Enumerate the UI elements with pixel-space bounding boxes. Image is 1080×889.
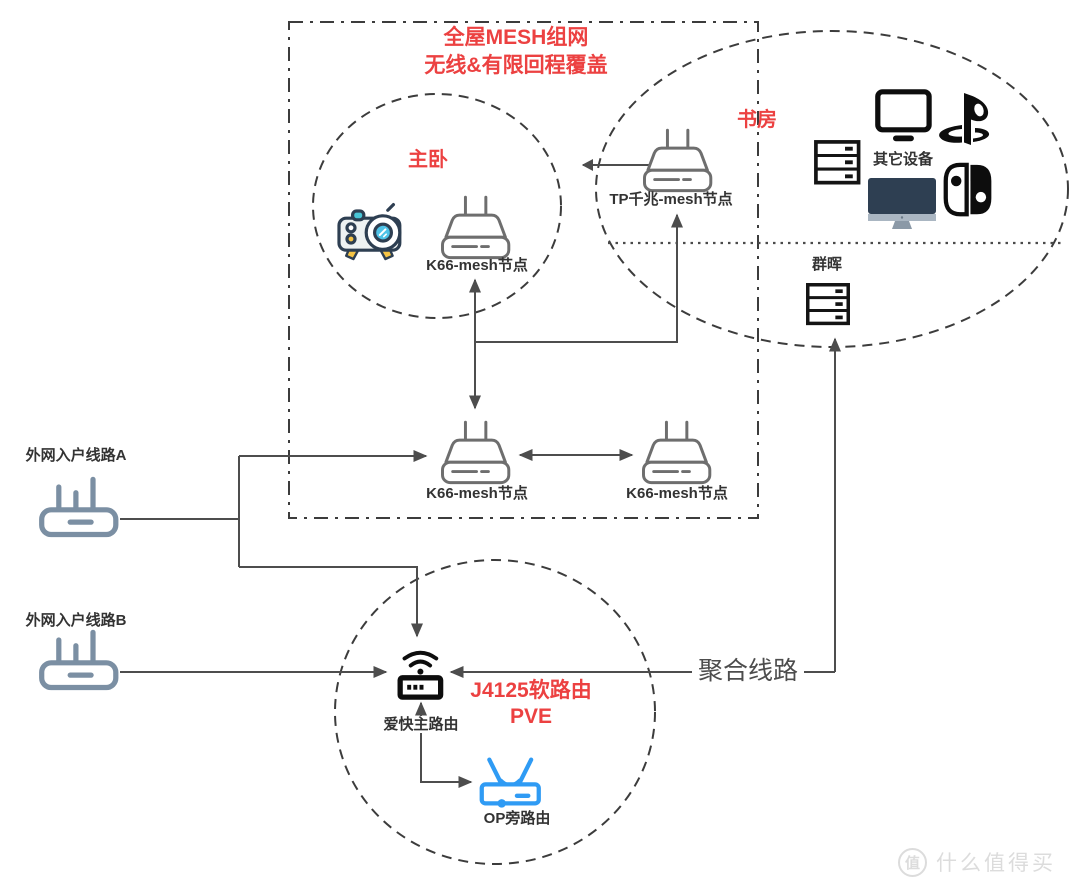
master-bedroom-label: 主卧: [408, 149, 448, 171]
synology-label: 群晖: [811, 256, 843, 273]
k66-mesh-node-right-icon: [642, 420, 712, 485]
branch-to-tp-node: [475, 213, 683, 343]
ikuai-to-op-link: [415, 701, 473, 788]
smzdm-watermark: 值 什么值得买: [898, 847, 1056, 877]
projector-icon: [337, 203, 402, 261]
playstation-logo-icon: [939, 93, 990, 145]
joycon-icon: [946, 165, 992, 214]
synology-nas-icon: [806, 283, 850, 326]
line-to-soft-router: [239, 566, 423, 638]
ikuai-main-label: 爱快主路由: [378, 716, 464, 734]
master-bedroom-boundary: [312, 93, 562, 319]
wan-b-label: 外网入户线路B: [25, 612, 127, 629]
smzdm-logo-icon: 值: [898, 847, 927, 877]
study-label: 书房: [737, 109, 777, 131]
op-side-label: OP旁路由: [483, 810, 551, 827]
imac-icon: [868, 178, 936, 229]
soft-router-label: J4125软路由: [470, 679, 592, 702]
aggregated-line-label: 聚合线路: [691, 657, 805, 686]
smzdm-watermark-text: 什么值得买: [936, 852, 1056, 875]
soft-router-boundary: [334, 559, 656, 865]
pve-label: PVE: [509, 705, 553, 728]
k66-mesh-node-middle-icon: [441, 420, 511, 485]
ikuai-wifi-router-icon: [400, 653, 440, 697]
mesh-zone-boundary: [288, 21, 759, 519]
monitor-icon: [878, 92, 929, 141]
diagram-title-line1: 全屋MESH组网: [443, 26, 589, 49]
tp-mesh-label: TP千兆-mesh节点: [609, 191, 733, 208]
wan-modem-a-icon: [42, 479, 116, 534]
tp-mesh-node-icon: [643, 128, 713, 193]
k66-bedroom-label: K66-mesh节点: [426, 257, 528, 274]
other-devices-label: 其它设备: [872, 151, 934, 168]
wan-a-label: 外网入户线路A: [25, 447, 127, 464]
k66-right-label: K66-mesh节点: [626, 485, 728, 502]
wan-modem-b-icon: [42, 632, 116, 687]
op-router-icon: [482, 760, 539, 808]
diagram-title-line2: 无线&有限回程覆盖: [424, 54, 608, 77]
k66-middle-label: K66-mesh节点: [426, 485, 528, 502]
k66-mesh-node-bedroom-icon: [441, 195, 511, 260]
rack-switch-icon: [814, 140, 861, 185]
